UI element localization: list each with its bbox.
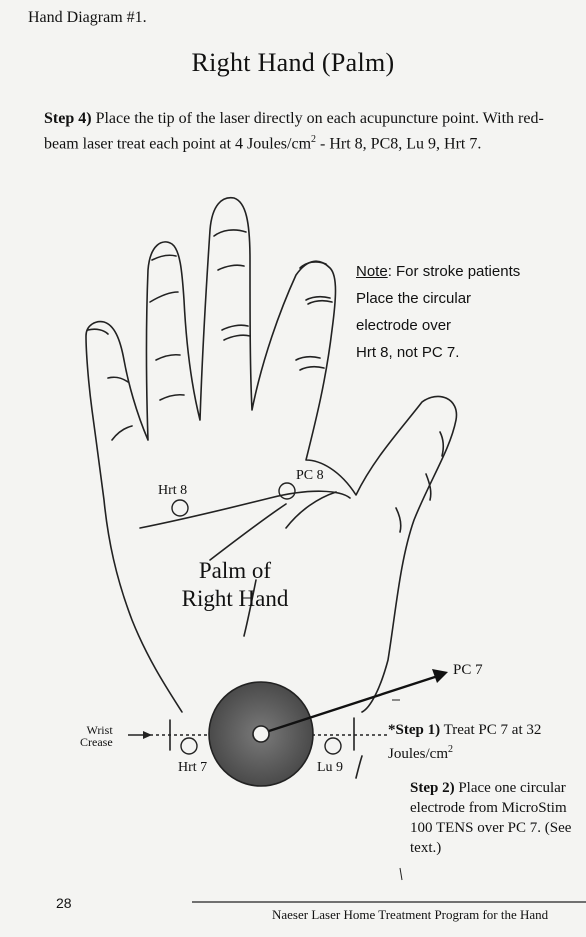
note-line2: Place the circular xyxy=(356,285,582,312)
palm-label-line1: Palm of xyxy=(160,557,310,585)
stroke-note: Note: For stroke patients Place the circ… xyxy=(356,258,582,366)
point-lu9 xyxy=(325,738,341,754)
palm-label-line2: Right Hand xyxy=(160,585,310,613)
page-number: 28 xyxy=(56,895,72,911)
wrist-label-line2: Crease xyxy=(80,736,113,748)
diagram-number: Hand Diagram #1. xyxy=(28,9,147,27)
step1-sup: 2 xyxy=(448,744,453,755)
wrist-crease-label: Wrist Crease xyxy=(80,724,113,748)
step4-text-b: - Hrt 8, PC8, Lu 9, Hrt 7. xyxy=(316,135,481,152)
footer-title: Naeser Laser Home Treatment Program for … xyxy=(272,907,548,923)
point-hrt7 xyxy=(181,738,197,754)
note-label: Note xyxy=(356,263,388,280)
step4-label: Step 4) xyxy=(44,110,92,127)
point-hrt8 xyxy=(172,500,188,516)
point-pc8 xyxy=(279,483,295,499)
step4-instructions: Step 4) Place the tip of the laser direc… xyxy=(44,108,564,154)
label-pc7: PC 7 xyxy=(453,662,483,679)
step1-instructions: *Step 1) Treat PC 7 at 32 Joules/cm2 xyxy=(388,720,584,764)
label-lu9: Lu 9 xyxy=(317,760,343,776)
step1-label: *Step 1) xyxy=(388,722,440,738)
label-pc8: PC 8 xyxy=(296,468,324,484)
palm-label: Palm of Right Hand xyxy=(160,557,310,613)
note-line4: Hrt 8, not PC 7. xyxy=(356,339,582,366)
step2-label: Step 2) xyxy=(410,780,455,796)
note-line3: electrode over xyxy=(356,312,582,339)
label-hrt7: Hrt 7 xyxy=(178,760,207,776)
step2-instructions: Step 2) Place one circular electrode fro… xyxy=(410,778,586,858)
label-hrt8: Hrt 8 xyxy=(158,483,187,499)
note-line1: Note: For stroke patients xyxy=(356,258,582,285)
page-title: Right Hand (Palm) xyxy=(0,48,586,78)
note-line1-text: : For stroke patients xyxy=(388,263,521,280)
